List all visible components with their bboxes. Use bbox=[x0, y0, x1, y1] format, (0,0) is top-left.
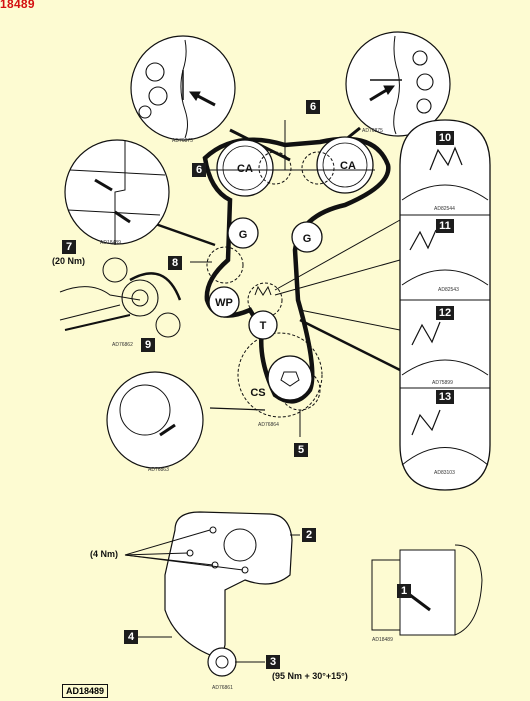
callout-7: 7 bbox=[62, 240, 76, 254]
fig-ref-tensioner: AD76861 bbox=[212, 685, 233, 691]
pulley-label-g-left: G bbox=[239, 229, 248, 241]
figure-id-box: AD18489 bbox=[62, 684, 109, 698]
callout-8: 8 bbox=[168, 256, 182, 270]
callout-1: 1 bbox=[397, 584, 411, 598]
pulley-label-ca-left: CA bbox=[237, 163, 253, 175]
torque-label-3: (95 Nm + 30°+15°) bbox=[272, 671, 348, 681]
callout-13: 13 bbox=[436, 390, 454, 404]
callout-12: 12 bbox=[436, 306, 454, 320]
torque-label-2: (4 Nm) bbox=[90, 549, 119, 559]
callout-6-left: 6 bbox=[192, 163, 206, 177]
fig-ref-bottom-right: AD18489 bbox=[372, 637, 393, 643]
fig-ref-11: AD82543 bbox=[438, 287, 459, 293]
callout-9: 9 bbox=[141, 338, 155, 352]
tensioner-assembly bbox=[371, 544, 483, 636]
detail-panel-right bbox=[399, 119, 491, 491]
pulley-label-cs: CS bbox=[250, 387, 265, 399]
callout-6-top: 6 bbox=[306, 100, 320, 114]
fig-ref-left: AD18489 bbox=[100, 240, 121, 246]
fig-ref-bottom-left: AD76863 bbox=[148, 467, 169, 473]
corner-figure-id: 18489 bbox=[0, 0, 35, 11]
callout-11: 11 bbox=[436, 219, 454, 233]
fig-ref-13: AD83103 bbox=[434, 470, 455, 476]
detail-circle-bottom-left bbox=[106, 371, 204, 469]
pulley-label-g-right: G bbox=[303, 233, 312, 245]
fig-ref-10: AD82544 bbox=[434, 206, 455, 212]
detail-circle-left bbox=[64, 139, 170, 245]
callout-2: 2 bbox=[302, 528, 316, 542]
tool-illustration bbox=[59, 257, 182, 338]
fig-ref-12: AD75899 bbox=[432, 380, 453, 386]
pulley-label-ca-right: CA bbox=[340, 160, 356, 172]
fig-ref-top-right: AD76875 bbox=[362, 128, 383, 134]
pulley-label-t: T bbox=[260, 320, 267, 332]
fig-ref-cs: AD76864 bbox=[258, 422, 279, 428]
torque-label-7: (20 Nm) bbox=[52, 256, 86, 266]
callout-5: 5 bbox=[294, 443, 308, 457]
tensioner-housing bbox=[124, 511, 300, 677]
pulley-label-wp: WP bbox=[215, 297, 233, 309]
callout-3: 3 bbox=[266, 655, 280, 669]
callout-10: 10 bbox=[436, 131, 454, 145]
fig-ref-top-left: AD76875 bbox=[172, 138, 193, 144]
callout-4: 4 bbox=[124, 630, 138, 644]
fig-ref-tool: AD76862 bbox=[112, 342, 133, 348]
